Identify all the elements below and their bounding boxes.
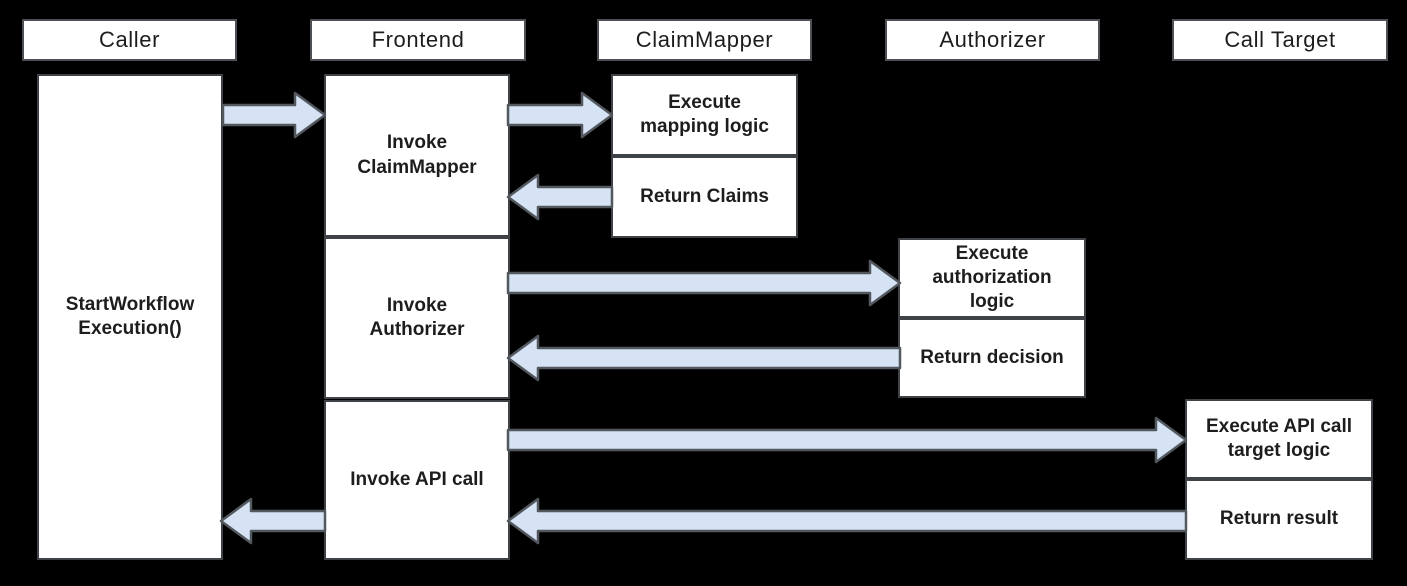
box-label: StartWorkflow Execution(): [65, 293, 195, 339]
box-invoke-claimmapper: Invoke ClaimMapper: [324, 74, 510, 237]
lane-header-label: Caller: [98, 27, 161, 52]
lane-header-label: Frontend: [371, 27, 465, 52]
lane-header-authorizer: Authorizer: [885, 19, 1100, 61]
box-invoke-api-call: Invoke API call: [324, 400, 510, 560]
lane-header-label: ClaimMapper: [635, 27, 774, 52]
arrow-frontend-to-authorizer: [506, 259, 902, 307]
box-return-decision: Return decision: [898, 318, 1086, 398]
lane-header-claimmapper: ClaimMapper: [597, 19, 812, 61]
box-label: Invoke Authorizer: [369, 294, 465, 340]
box-label: Invoke API call: [350, 468, 484, 490]
box-label: Execute authorization logic: [932, 242, 1052, 313]
lane-header-frontend: Frontend: [310, 19, 526, 61]
box-label: Invoke ClaimMapper: [357, 132, 477, 178]
arrow-frontend-to-claimmapper: [506, 91, 614, 139]
box-start-workflow-execution: StartWorkflow Execution(): [37, 74, 223, 560]
box-invoke-authorizer: Invoke Authorizer: [324, 237, 510, 399]
box-return-result: Return result: [1185, 479, 1373, 560]
box-label: Execute API call target logic: [1205, 415, 1353, 461]
arrow-frontend-to-calltarget: [506, 416, 1188, 464]
box-execute-api-call-target-logic: Execute API call target logic: [1185, 399, 1373, 479]
lane-header-label: Call Target: [1224, 27, 1336, 52]
arrow-claimmapper-to-frontend: [506, 173, 614, 221]
lane-header-calltarget: Call Target: [1172, 19, 1388, 61]
box-label: Execute mapping logic: [640, 91, 769, 137]
box-execute-mapping-logic: Execute mapping logic: [611, 74, 798, 156]
box-return-claims: Return Claims: [611, 156, 798, 238]
arrow-authorizer-to-frontend: [506, 334, 902, 382]
lane-header-label: Authorizer: [939, 27, 1046, 52]
arrow-frontend-to-caller: [219, 497, 327, 545]
lane-header-caller: Caller: [22, 19, 237, 61]
box-execute-authorization-logic: Execute authorization logic: [898, 238, 1086, 318]
box-label: Return result: [1219, 508, 1339, 530]
arrow-calltarget-to-frontend: [506, 497, 1188, 545]
arrow-caller-to-frontend: [221, 91, 327, 139]
box-label: Return Claims: [640, 185, 769, 207]
box-label: Return decision: [920, 346, 1064, 368]
